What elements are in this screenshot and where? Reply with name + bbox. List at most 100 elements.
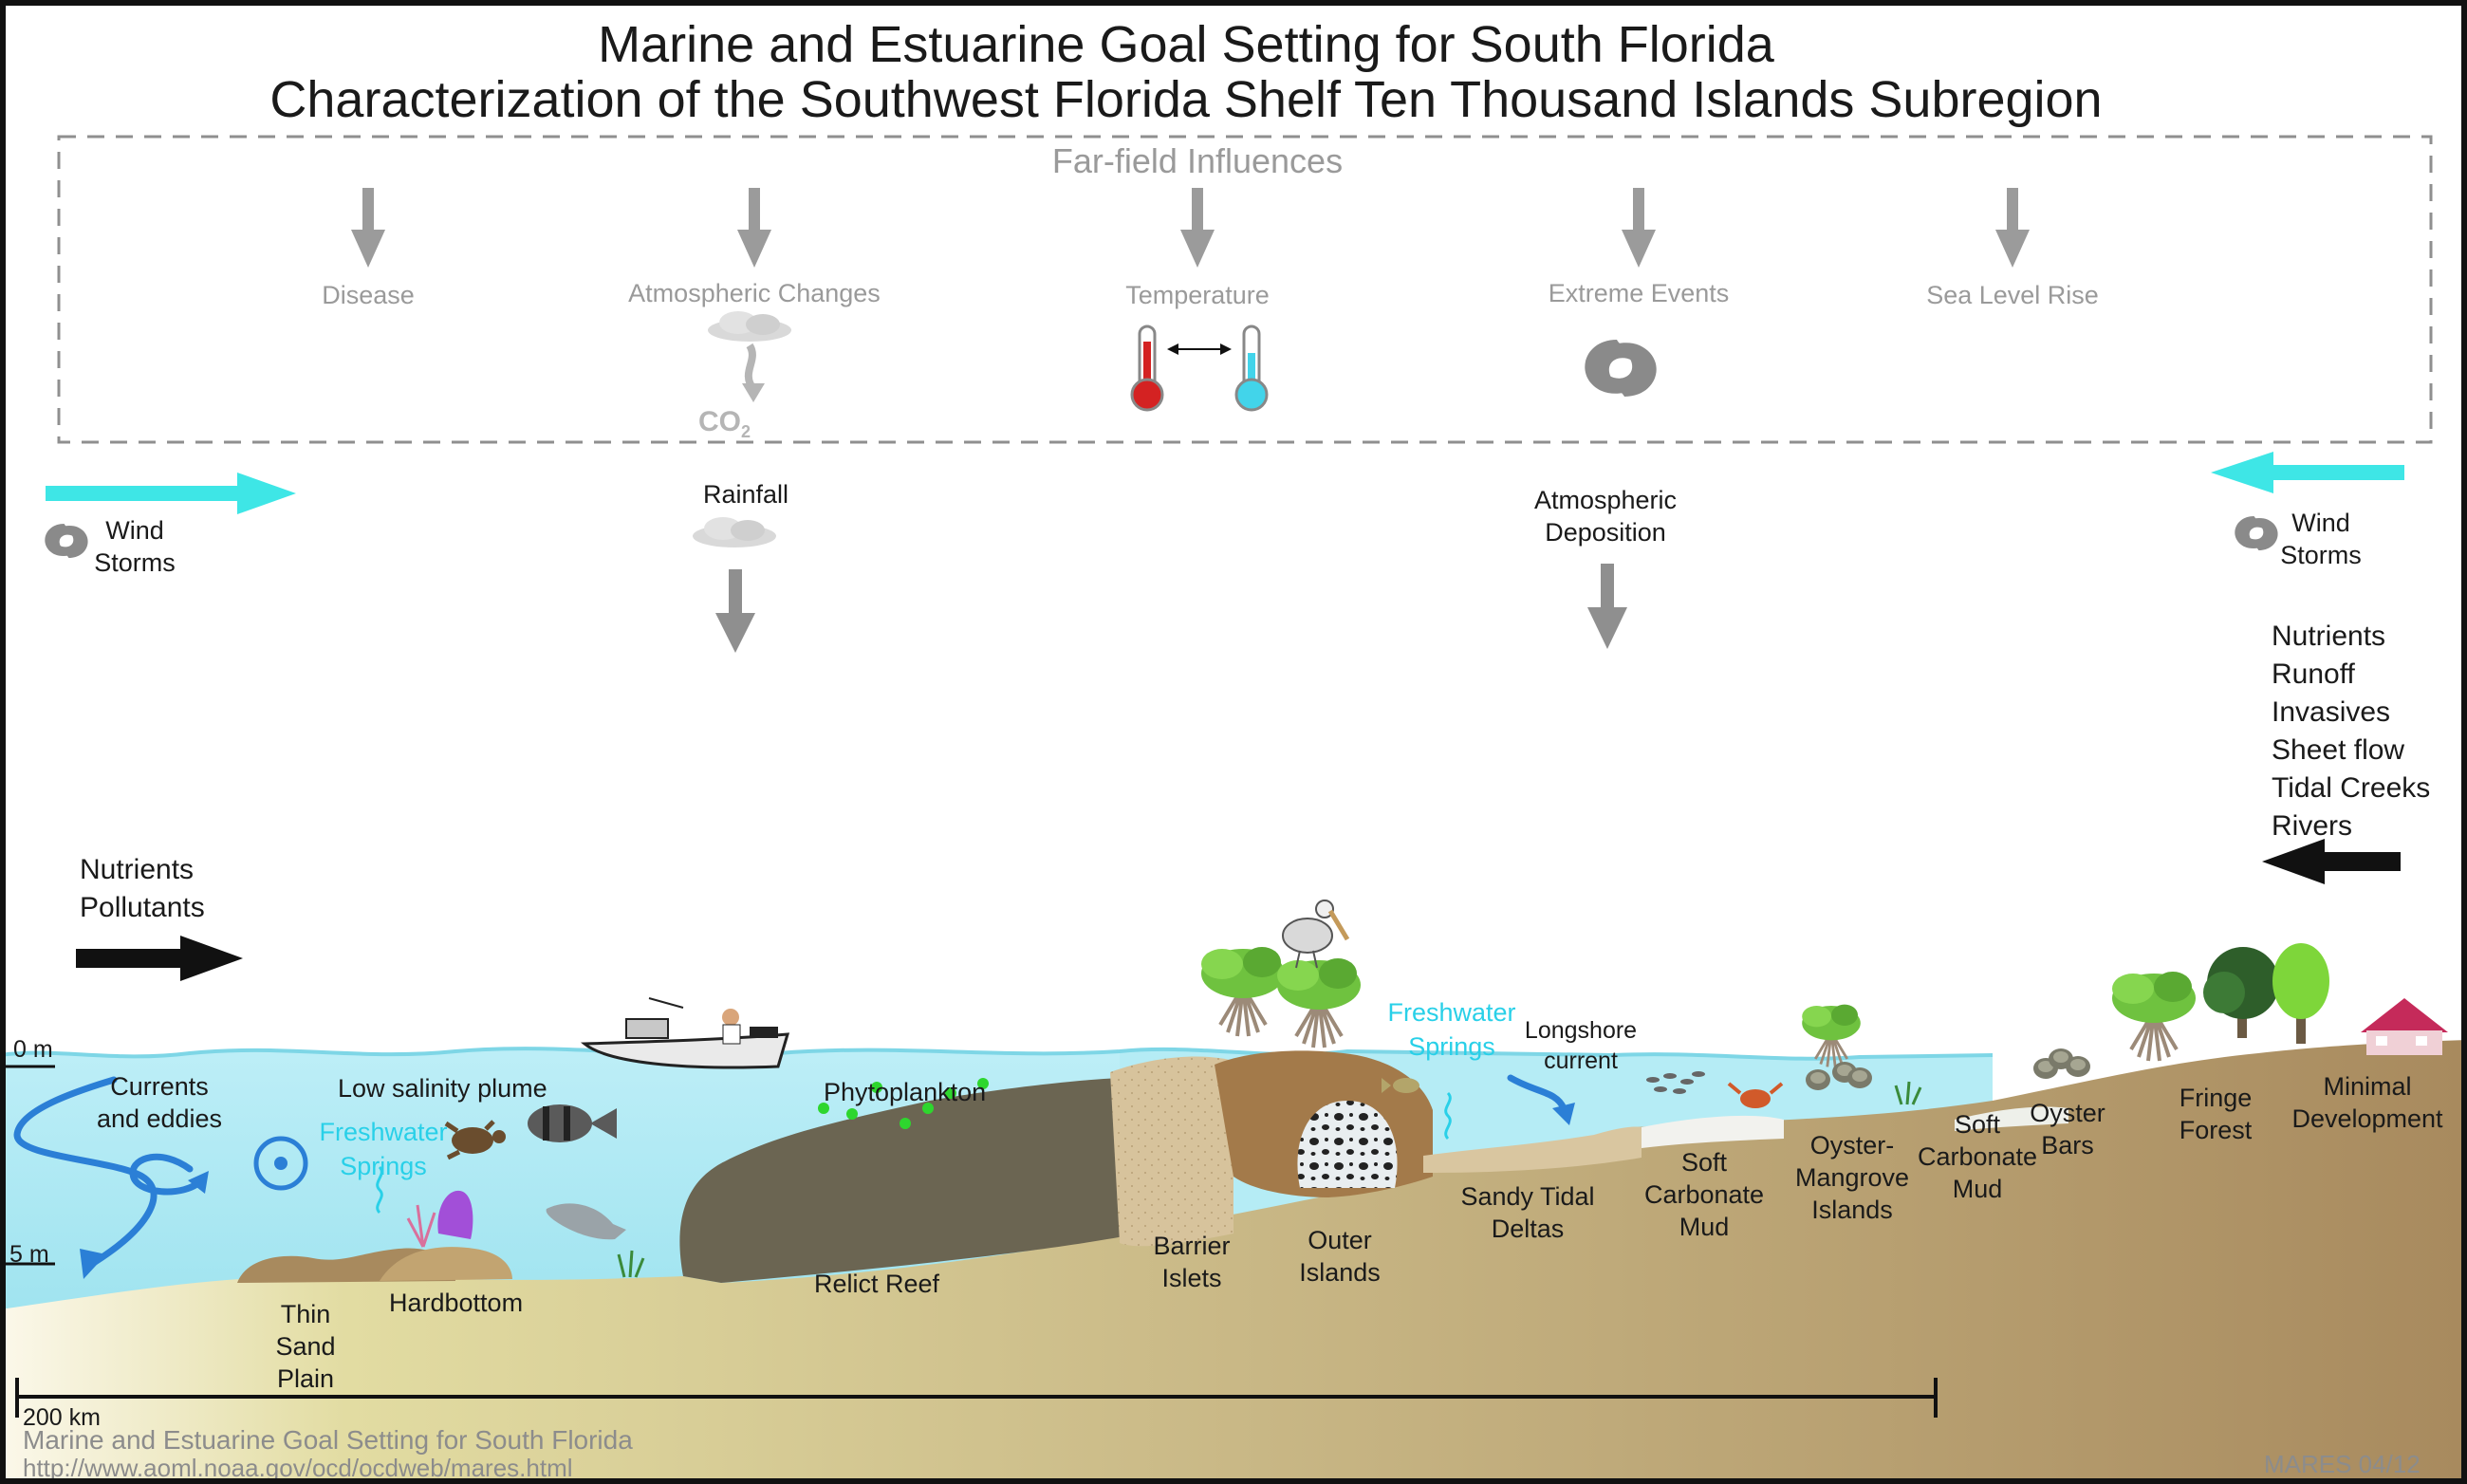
- far-field-disease: Disease: [322, 281, 415, 309]
- hurricane-icon: [1585, 340, 1657, 397]
- wind-label-left-1: Wind: [105, 516, 164, 545]
- land-input-2: Runoff: [2272, 659, 2355, 690]
- fish-icon: [528, 1104, 617, 1142]
- phytoplankton-icon: [818, 1078, 989, 1129]
- far-field-sea-level: Sea Level Rise: [1926, 281, 2099, 309]
- house-icon: [2361, 998, 2448, 1055]
- water-surface: [0, 1047, 1994, 1061]
- depth-bottom-label: 5 m: [9, 1241, 49, 1268]
- crab-icon: [1727, 1082, 1784, 1108]
- springs-nearshore-label-1: Freshwater: [1387, 998, 1516, 1027]
- far-field-extreme-events: Extreme Events: [1548, 279, 1730, 307]
- sandy-tidal-deltas-label-1: Sandy Tidal: [1460, 1182, 1595, 1211]
- sediment-floor: [0, 1040, 2467, 1484]
- soft-mud-2-label-2: Carbonate: [1917, 1142, 2038, 1171]
- current-arrowhead: [80, 1249, 106, 1279]
- oyster-bars-label-2: Bars: [2041, 1131, 2094, 1159]
- rainfall-label: Rainfall: [702, 480, 789, 509]
- wind-label-left-2: Storms: [94, 548, 176, 577]
- fringe-forest-label-2: Forest: [2179, 1116, 2253, 1144]
- cloud-icon: [708, 311, 791, 342]
- minimal-development-label-2: Development: [2291, 1104, 2443, 1133]
- deposition-arrow-icon: [1587, 564, 1627, 649]
- land-input-1: Nutrients: [2272, 621, 2386, 652]
- far-field-heading: Far-field Influences: [1051, 141, 1344, 180]
- mangrove-icon-2: [1275, 956, 1363, 1049]
- temperature-exchange-icon: [1167, 343, 1232, 355]
- sea-turtle-icon: [444, 1120, 506, 1160]
- outer-island-rock: [1297, 1101, 1398, 1188]
- deposition-label-1: Atmospheric: [1533, 486, 1678, 514]
- wind-label-right-1: Wind: [2291, 509, 2350, 537]
- scale-bar: [15, 1378, 1938, 1418]
- springs-nearshore-label-2: Springs: [1408, 1032, 1495, 1061]
- soft-mud-1-label-1: Soft: [1680, 1148, 1728, 1177]
- hardbottom-mound: [380, 1247, 512, 1281]
- mangrove-icon-1: [1199, 945, 1287, 1038]
- footer-credit: Marine and Estuarine Goal Setting for So…: [23, 1425, 633, 1455]
- footer-url[interactable]: http://www.aoml.noaa.gov/ocd/ocdweb/mare…: [23, 1454, 573, 1482]
- far-field-temperature: Temperature: [1125, 281, 1270, 309]
- ocean-input-1: Nutrients: [80, 854, 195, 885]
- rain-cloud-icon: [693, 517, 776, 547]
- depth-scale: [0, 1065, 55, 1266]
- boat-icon: [580, 997, 790, 1069]
- soft-mud-flat-2: [1955, 1106, 2068, 1131]
- fringe-forest-label-1: Fringe: [2179, 1084, 2253, 1112]
- oyster-bars-label-1: Oyster: [2030, 1099, 2105, 1127]
- seagrass-icon: [617, 1081, 1922, 1278]
- wind-label-right-2: Storms: [2280, 541, 2362, 569]
- longshore-label-2: current: [1544, 1048, 1618, 1074]
- land-input-3: Invasives: [2272, 696, 2391, 728]
- co2-label: CO2: [698, 406, 751, 441]
- barrier-islet: [1110, 1056, 1234, 1247]
- soft-mud-2-label-1: Soft: [1954, 1110, 2001, 1139]
- thin-sand-plain-label-3: Plain: [276, 1364, 335, 1393]
- pelican-icon: [1282, 900, 1350, 969]
- pollutants-arrow-icon: [76, 936, 243, 981]
- soft-mud-1-label-3: Mud: [1679, 1213, 1730, 1241]
- springs-offshore-label-2: Springs: [340, 1152, 427, 1180]
- wind-arrow-left-icon: [46, 473, 296, 514]
- minimal-development-label-1: Minimal: [2323, 1072, 2412, 1101]
- rainfall-arrow-icon: [715, 569, 755, 653]
- oyster-mangrove-label-2: Mangrove: [1794, 1163, 1910, 1192]
- oyster-icon-1: [1806, 1069, 1830, 1090]
- current-arrows-icon: [13, 1074, 1567, 1266]
- thin-sand-plain-label-2: Sand: [275, 1332, 336, 1361]
- ocean-input-2: Pollutants: [80, 892, 205, 923]
- land-input-4: Sheet flow: [2272, 734, 2405, 766]
- fish-school-icon: [1646, 1071, 1705, 1094]
- small-fish-icon: [1382, 1078, 1419, 1093]
- sponge-icon: [437, 1190, 473, 1239]
- outer-islands-label-2: Islands: [1299, 1258, 1381, 1287]
- deposition-label-2: Deposition: [1545, 518, 1666, 547]
- temperature-arrow-icon: [1180, 188, 1215, 268]
- oyster-icon-3: [1847, 1067, 1872, 1088]
- sandy-tidal-deltas-label-2: Deltas: [1491, 1215, 1565, 1243]
- far-field-atmospheric: Atmospheric Changes: [628, 279, 881, 307]
- atmospheric-arrow-icon: [737, 188, 771, 268]
- sandy-tidal-delta: [1423, 1126, 1642, 1173]
- disease-arrow-icon: [351, 188, 385, 268]
- land-inputs-arrow-icon: [2262, 839, 2401, 884]
- thin-sand-plain-label-1: Thin: [280, 1300, 331, 1328]
- relict-reef: [679, 1078, 1139, 1283]
- soft-mud-1-label-2: Carbonate: [1643, 1180, 1765, 1209]
- hardbottom-label: Hardbottom: [389, 1289, 524, 1317]
- longshore-arrowhead: [1552, 1103, 1575, 1125]
- oyster-mangrove-label-3: Islands: [1811, 1196, 1893, 1224]
- land-input-5: Tidal Creeks: [2272, 772, 2431, 804]
- thermometer-hot-icon: [1130, 325, 1164, 412]
- scale-bar-label: 200 km: [23, 1404, 101, 1431]
- title-line-2: Characterization of the Southwest Florid…: [269, 71, 2103, 128]
- coral-icon: [406, 1204, 436, 1248]
- tree-icon: [2203, 943, 2329, 1044]
- outer-islands-label-1: Outer: [1308, 1226, 1372, 1254]
- springs-offshore-label-1: Freshwater: [319, 1118, 448, 1146]
- co2-arrow-icon: [742, 343, 765, 402]
- low-salinity-label: Low salinity plume: [338, 1074, 547, 1103]
- phytoplankton-label: Phytoplankton: [824, 1078, 987, 1106]
